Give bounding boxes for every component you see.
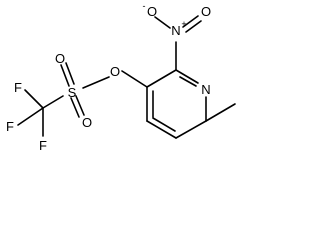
- bond-c6-methyl: [205, 103, 236, 122]
- atom-o-nitro-left: O: [147, 4, 157, 19]
- bond-c-f-mid: [17, 107, 44, 126]
- bond-c5-c4-double: [152, 117, 176, 132]
- atom-labels: F F F S O O O N + O - O N: [6, 1, 211, 153]
- bond-c2-n: [175, 69, 199, 84]
- bonds: [17, 15, 236, 139]
- bond-s-o-down-a: [70, 97, 80, 118]
- chemical-structure-diagram: F F F S O O O N + O - O N: [6, 1, 236, 153]
- atom-o-sulfonyl-up: O: [55, 51, 65, 66]
- bond-c2-n-double: [179, 76, 197, 87]
- bond-nitro-o-right-a: [182, 15, 199, 28]
- bond-c5-c4: [146, 120, 177, 139]
- charge-o-minus: -: [143, 1, 146, 11]
- structure-svg: F F F S O O O N + O - O N: [6, 1, 236, 153]
- atom-s: S: [68, 85, 77, 100]
- atom-o-sulfonyl-down: O: [82, 115, 92, 130]
- bond-nitro-o-right-b: [185, 20, 202, 33]
- bond-c6-c5: [175, 120, 207, 139]
- atom-f-top: F: [14, 80, 22, 95]
- charge-n-plus: +: [181, 19, 186, 29]
- atom-n-nitro: N: [171, 23, 180, 38]
- atom-o-nitro-right: O: [201, 4, 211, 19]
- bond-nitro-o-left: [154, 16, 171, 29]
- atom-f-bot: F: [39, 138, 47, 153]
- bond-c-f-top: [24, 89, 44, 109]
- atom-n-ring: N: [201, 82, 210, 97]
- bond-c3-c2: [146, 69, 177, 88]
- bond-s-o-down-b: [75, 95, 85, 116]
- atom-f-mid: F: [6, 119, 14, 134]
- atom-o-link: O: [110, 64, 120, 79]
- bond-s-o-up-b: [65, 62, 75, 85]
- bond-s-o-link: [82, 76, 110, 89]
- bond-c-s: [42, 95, 64, 109]
- bond-s-o-up-a: [60, 64, 70, 87]
- bond-o-c3: [121, 70, 148, 88]
